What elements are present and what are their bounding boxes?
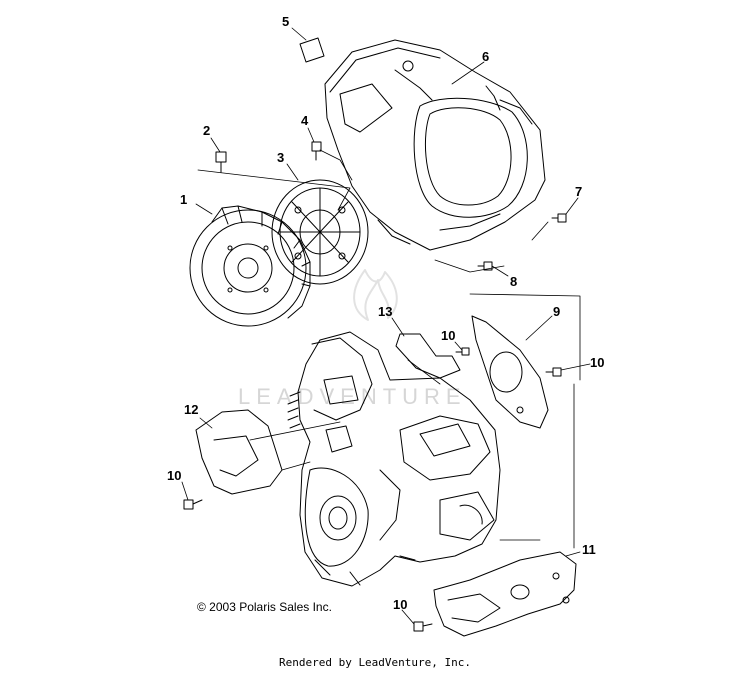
flywheel: [189, 205, 311, 327]
callout-3: 3: [277, 150, 284, 165]
engine-block: [287, 331, 501, 587]
callout-labels: 1 2 3 4 5 6 7 8 9 10 10 10 10 11 12 13: [167, 14, 604, 612]
assembly-guide-lines: [197, 149, 581, 549]
callout-10-right: 10: [590, 355, 604, 370]
callout-12: 12: [184, 402, 198, 417]
callout-7: 7: [575, 184, 582, 199]
callout-5: 5: [282, 14, 289, 29]
copyright-notice: © 2003 Polaris Sales Inc.: [197, 600, 332, 614]
callout-10-lower: 10: [393, 597, 407, 612]
lower-baffle: [433, 551, 577, 637]
callout-13: 13: [378, 304, 392, 319]
callout-1: 1: [180, 192, 187, 207]
blower-housing: [324, 39, 546, 251]
left-baffle: [195, 409, 283, 495]
upper-baffle-plate: [395, 333, 461, 379]
callout-2: 2: [203, 123, 210, 138]
bolt-10-lower: [413, 621, 433, 632]
callout-8: 8: [510, 274, 517, 289]
callout-9: 9: [553, 304, 560, 319]
watermark-logo: [353, 269, 398, 321]
callout-11: 11: [582, 542, 596, 557]
side-baffle: [471, 315, 549, 429]
callout-6: 6: [482, 49, 489, 64]
bolt-7: [551, 213, 567, 223]
rendered-by-footer: Rendered by LeadVenture, Inc.: [278, 656, 472, 669]
callout-10-left: 10: [167, 468, 181, 483]
callout-4: 4: [301, 113, 309, 128]
bolt-10-left: [183, 499, 203, 510]
decal: [299, 37, 325, 63]
callout-leaders: [181, 27, 591, 625]
bolt-4: [311, 141, 322, 161]
callout-10-upper: 10: [441, 328, 455, 343]
bolt-10-upper: [455, 347, 470, 356]
fan-screen: [271, 179, 369, 285]
bolt-10-right: [545, 367, 562, 377]
watermark-text: LEADVENTURE: [238, 384, 467, 409]
bolt-2: [215, 151, 227, 173]
